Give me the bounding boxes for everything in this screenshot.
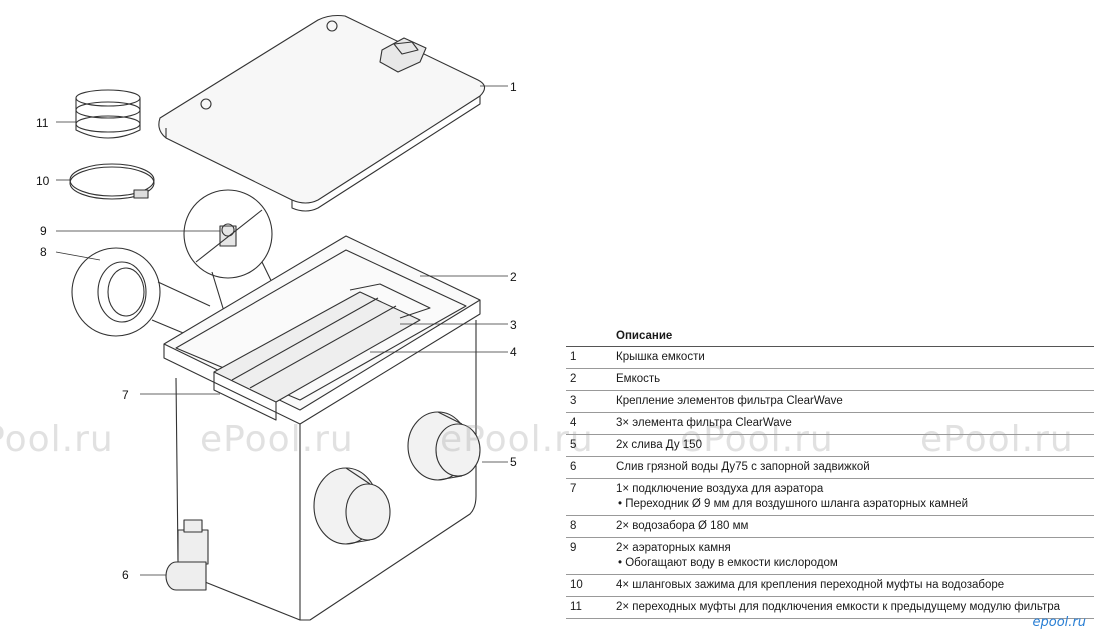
legend-row-description: 2x слива Ду 150 — [616, 434, 1094, 457]
legend-row-number: 3 — [566, 390, 616, 413]
legend-row-text: 1× подключение воздуха для аэратора — [616, 483, 824, 495]
legend-row-description: Слив грязной воды Ду75 с запорной задвиж… — [616, 456, 1094, 479]
legend-row-text: Емкость — [616, 373, 661, 385]
callout-11: 11 — [36, 116, 49, 130]
legend-row-text: 3× элемента фильтра ClearWave — [616, 417, 792, 429]
legend-row-subitem: Обогащают воду в емкости кислородом — [616, 556, 1094, 571]
legend-row-number: 11 — [566, 596, 616, 619]
outlet-drawing — [313, 411, 481, 545]
callout-1: 1 — [510, 80, 517, 94]
site-logo: epool.ru — [1032, 615, 1087, 630]
legend-row-description: 2× аэраторных камняОбогащают воду в емко… — [616, 537, 1094, 575]
callout-3: 3 — [510, 318, 517, 332]
clamp-drawing — [69, 163, 155, 200]
filter-exploded-drawing — [55, 14, 508, 621]
legend-row-number: 5 — [566, 434, 616, 457]
legend-row-text: Слив грязной воды Ду75 с запорной задвиж… — [616, 461, 870, 473]
legend-row-description: 3× элемента фильтра ClearWave — [616, 412, 1094, 435]
callout-2: 2 — [510, 270, 517, 284]
legend-row-text: 4× шланговых зажима для крепления перехо… — [616, 579, 1005, 591]
legend-row-number: 6 — [566, 456, 616, 479]
inlet-detail-drawing — [71, 247, 211, 341]
legend-header: Описание — [566, 328, 1094, 347]
legend-row: 71× подключение воздуха для аэратораПере… — [566, 478, 1094, 516]
legend-row-description: Емкость — [616, 368, 1094, 391]
legend-row-number: 8 — [566, 515, 616, 538]
legend-row-number: 10 — [566, 574, 616, 597]
legend-row-description: Крепление элементов фильтра ClearWave — [616, 390, 1094, 413]
legend-row: 92× аэраторных камняОбогащают воду в емк… — [566, 537, 1094, 575]
legend-row-number: 2 — [566, 368, 616, 391]
callout-10: 10 — [36, 174, 50, 188]
legend-row-description: 4× шланговых зажима для крепления перехо… — [616, 574, 1094, 597]
lid-drawing — [158, 14, 486, 212]
legend-row-text: Крепление элементов фильтра ClearWave — [616, 395, 843, 407]
legend-row-text: 2x слива Ду 150 — [616, 439, 702, 451]
callout-7: 7 — [122, 388, 129, 402]
legend-row-text: 2× аэраторных камня — [616, 542, 731, 554]
callout-6: 6 — [122, 568, 129, 582]
legend-row-number: 7 — [566, 478, 616, 516]
legend-row-description: Крышка емкости — [616, 346, 1094, 369]
callout-9: 9 — [40, 224, 47, 238]
legend-row-description: 1× подключение воздуха для аэратораПерех… — [616, 478, 1094, 516]
legend-header-num — [566, 328, 616, 347]
coupling-drawing — [75, 89, 141, 139]
callout-5: 5 — [510, 455, 517, 469]
legend-row-subitem: Переходник Ø 9 мм для воздушного шланга … — [616, 497, 1094, 512]
legend-row-description: 2× переходных муфты для подключения емко… — [616, 596, 1094, 619]
legend-header-desc: Описание — [616, 328, 1094, 347]
legend-row-number: 1 — [566, 346, 616, 369]
legend-row-text: 2× водозабора Ø 180 мм — [616, 520, 749, 532]
legend-row-description: 2× водозабора Ø 180 мм — [616, 515, 1094, 538]
callout-4: 4 — [510, 345, 517, 359]
drain-valve-drawing — [165, 519, 209, 591]
legend-row-text: 2× переходных муфты для подключения емко… — [616, 601, 1061, 613]
legend-row-text: Крышка емкости — [616, 351, 705, 363]
legend-row-number: 9 — [566, 537, 616, 575]
callout-8: 8 — [40, 245, 47, 259]
legend-row-number: 4 — [566, 412, 616, 435]
